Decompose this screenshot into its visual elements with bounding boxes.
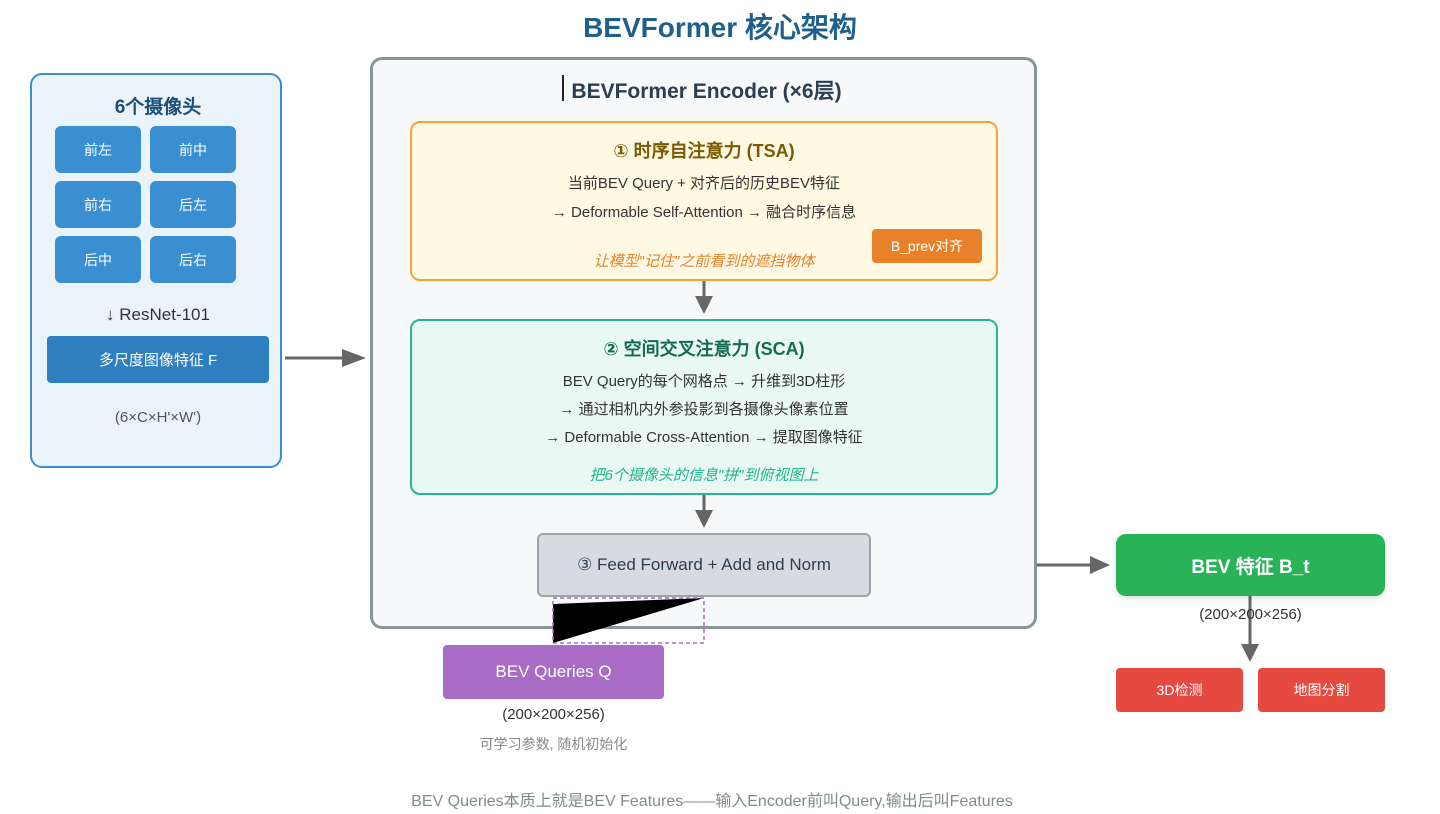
tsa-line-2: → Deformable Self-Attention → 融合时序信息 [551, 204, 857, 221]
backbone-label: ↓ ResNet-101 [106, 305, 210, 324]
arrowhead-encoder-to-output [1090, 556, 1110, 574]
text-cursor [562, 75, 564, 101]
camera-front-right: 前右 [55, 181, 141, 228]
encoder-title: BEVFormer Encoder (×6层) [571, 80, 842, 103]
bev-feature-output: BEV 特征 B_t [1116, 534, 1385, 596]
tsa-line-1: 当前BEV Query + 对齐后的历史BEV特征 [567, 175, 841, 192]
camera-back-right: 后右 [150, 236, 236, 283]
camera-front-center: 前中 [150, 126, 236, 173]
sca-box: ② 空间交叉注意力 (SCA) BEV Query的每个网格点 → 升维到3D柱… [410, 319, 998, 495]
b-prev-badge: B_prev对齐 [872, 229, 982, 263]
bev-feature-dims: (200×200×256) [1199, 606, 1302, 623]
camera-panel: 6个摄像头 前左 前中 前右 后左 后中 后右 ↓ ResNet-101 多尺度… [30, 73, 282, 468]
tsa-box: ① 时序自注意力 (TSA) 当前BEV Query + 对齐后的历史BEV特征… [410, 121, 998, 281]
sca-note: 把6个摄像头的信息"拼"到俯视图上 [589, 467, 819, 484]
bev-queries-dims: (200×200×256) [502, 706, 605, 723]
camera-back-left: 后左 [150, 181, 236, 228]
arrowhead-camera-to-encoder [342, 349, 366, 367]
queries-connector [553, 598, 704, 643]
page-title: BEVFormer 核心架构 [583, 12, 857, 43]
tsa-title: ① 时序自注意力 (TSA) [613, 141, 795, 161]
arrowhead-output-to-tasks [1241, 644, 1259, 662]
camera-front-left: 前左 [55, 126, 141, 173]
sca-line-3: → Deformable Cross-Attention → 提取图像特征 [545, 429, 863, 446]
task-3d-detection: 3D检测 [1116, 668, 1243, 712]
footer-note: BEV Queries本质上就是BEV Features——输入Encoder前… [411, 793, 1013, 810]
tsa-note: 让模型"记住"之前看到的遮挡物体 [593, 253, 815, 270]
camera-back-center: 后中 [55, 236, 141, 283]
sca-line-2: → 通过相机内外参投影到各摄像头像素位置 [559, 401, 849, 418]
sca-title: ② 空间交叉注意力 (SCA) [603, 339, 805, 359]
sca-line-1: BEV Query的每个网格点 → 升维到3D柱形 [562, 373, 846, 390]
camera-panel-title: 6个摄像头 [114, 97, 202, 118]
image-feature-dims: (6×C×H'×W') [114, 409, 202, 426]
arrowhead-tsa-to-sca [695, 296, 713, 314]
bev-queries-subtitle: 可学习参数, 随机初始化 [479, 736, 628, 752]
image-feature-box: 多尺度图像特征 F [47, 336, 269, 383]
ffn-box: ③ Feed Forward + Add and Norm [537, 533, 871, 597]
arrowhead-sca-to-ffn [695, 510, 713, 528]
bev-queries-box: BEV Queries Q [443, 645, 664, 699]
task-map-segmentation: 地图分割 [1258, 668, 1385, 712]
